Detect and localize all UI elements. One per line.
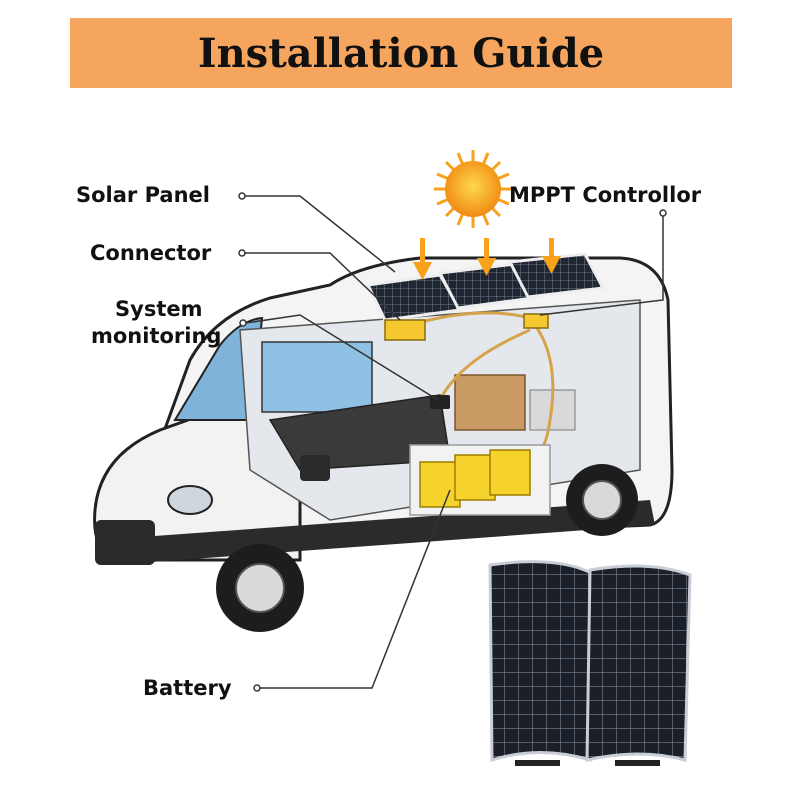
sun-icon	[434, 150, 512, 228]
label-battery: Battery	[143, 676, 232, 700]
label-system-line2: monitoring	[91, 324, 222, 348]
label-solar-panel: Solar Panel	[76, 183, 210, 207]
battery-pack	[409, 444, 551, 516]
label-system-line1: System	[115, 297, 203, 321]
flexible-solar-panels	[488, 560, 692, 766]
label-mppt-controller: MPPT Controllor	[509, 183, 702, 207]
roof-solar-panels	[365, 252, 606, 322]
controller-box	[523, 313, 549, 329]
page-title: Installation Guide	[197, 30, 605, 77]
sunlight-arrows	[413, 238, 561, 280]
label-connector: Connector	[90, 241, 212, 265]
title-banner: Installation Guide	[70, 18, 732, 88]
callout-lines	[238, 192, 667, 692]
connector-box	[384, 319, 426, 341]
